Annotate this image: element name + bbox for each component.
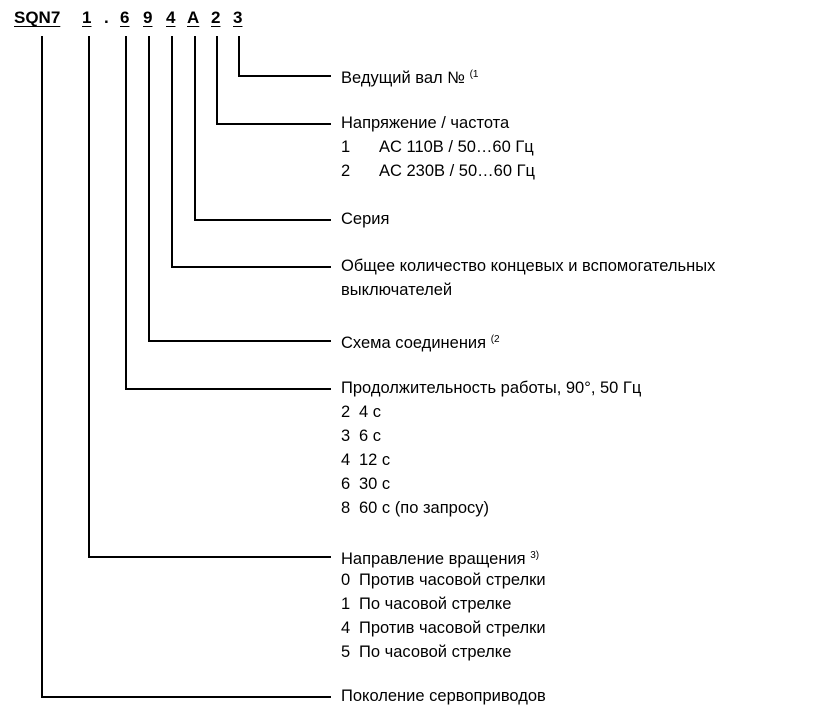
code-shaft-digit: 3 xyxy=(233,8,243,27)
wiring-label: Схема соединения (2 xyxy=(341,334,500,352)
connector-voltage xyxy=(216,36,218,124)
leader-runtime xyxy=(125,388,331,390)
leader-voltage xyxy=(216,123,331,125)
runtime-label: Продолжительность работы, 90°, 50 Гц xyxy=(341,379,642,397)
leader-shaft xyxy=(238,75,331,77)
leader-rotation xyxy=(88,556,331,558)
code-runtime-digit: 6 xyxy=(120,8,130,27)
code-switches-digit: 4 xyxy=(166,8,176,27)
generation-label: Поколение сервоприводов xyxy=(341,687,546,705)
leader-series xyxy=(194,219,331,221)
connector-series xyxy=(194,36,196,220)
connector-switches xyxy=(171,36,173,267)
leader-switches xyxy=(171,266,331,268)
code-series-letter: A xyxy=(187,8,200,27)
series-label: Серия xyxy=(341,210,390,228)
connector-shaft xyxy=(238,36,240,76)
leader-generation xyxy=(41,696,331,698)
code-voltage-digit: 2 xyxy=(211,8,221,27)
voltage-label: Напряжение / частота xyxy=(341,114,510,132)
rotation-label: Направление вращения 3) xyxy=(341,550,540,568)
shaft-label: Ведущий вал № (1 xyxy=(341,69,479,87)
connector-wiring xyxy=(148,36,150,341)
connector-rotation xyxy=(88,36,90,557)
code-separator: . xyxy=(104,8,109,27)
switches-label: Общее количество концевых и вспомогатель… xyxy=(341,257,716,275)
code-prefix: SQN7 xyxy=(14,8,61,27)
connector-runtime xyxy=(125,36,127,389)
code-wiring-digit: 9 xyxy=(143,8,153,27)
code-rotation-digit: 1 xyxy=(82,8,92,27)
switches-label-continued: выключателей xyxy=(341,281,453,299)
leader-wiring xyxy=(148,340,331,342)
connector-generation xyxy=(41,36,43,697)
